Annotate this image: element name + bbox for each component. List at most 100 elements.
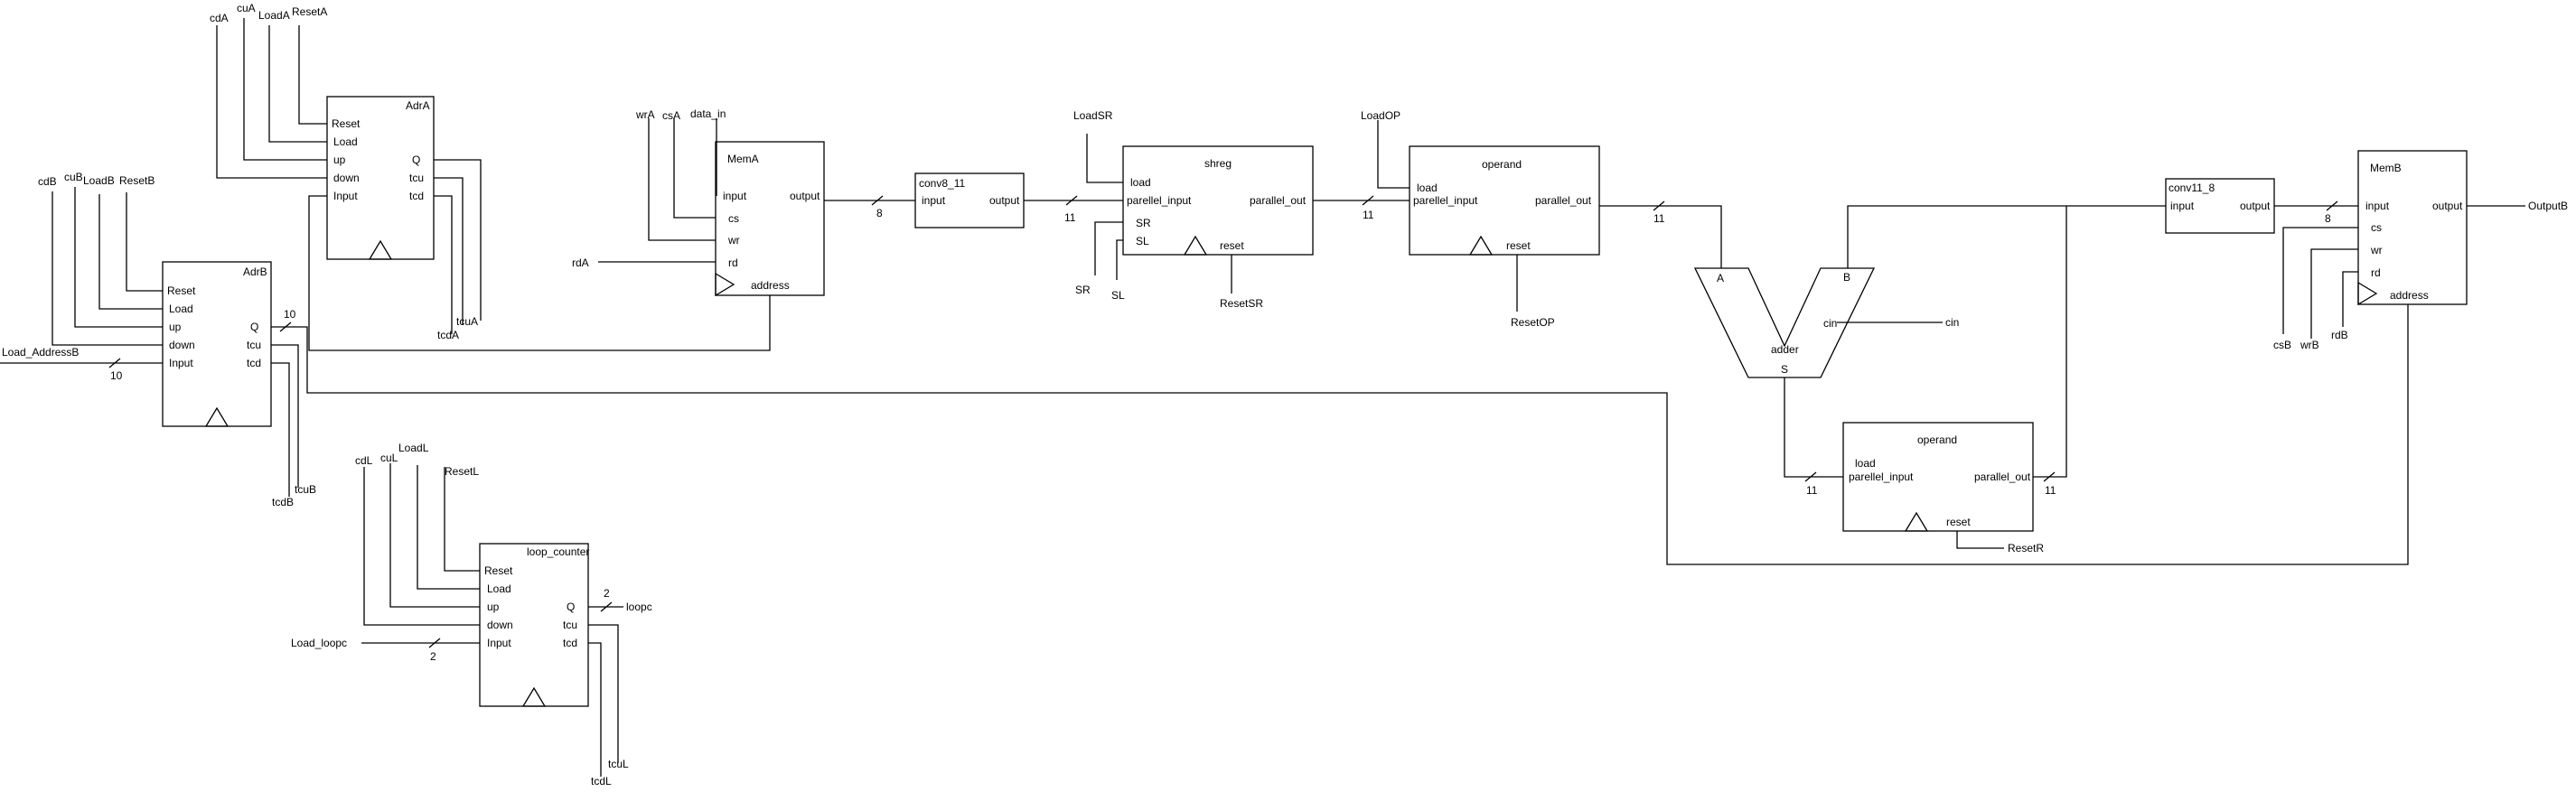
loop-counter-port-down: down xyxy=(487,619,513,631)
loop-input-width: 2 xyxy=(430,650,436,663)
adder-port-b: B xyxy=(1843,271,1850,284)
conv11-8-wires xyxy=(2274,200,2358,211)
signal-tcdA: tcdA xyxy=(437,329,459,341)
operand-bottom-box xyxy=(1842,422,2034,532)
conv8-11-wires xyxy=(1024,195,1123,206)
adrB-box xyxy=(162,261,272,427)
signal-ResetB: ResetB xyxy=(119,174,155,187)
adrA-port-load: Load xyxy=(333,135,358,148)
signal-LoadB: LoadB xyxy=(83,174,115,187)
shreg-port-load: load xyxy=(1130,176,1151,189)
memA-port-output: output xyxy=(790,190,820,202)
shreg-port-pout: parallel_out xyxy=(1250,194,1307,207)
conv11-8-port-input: input xyxy=(2170,200,2195,212)
shreg-box xyxy=(1122,145,1314,256)
memA-block[interactable]: MemA input cs wr rd output address xyxy=(715,141,825,297)
operand-top-port-load: load xyxy=(1417,182,1438,194)
adrB-wires xyxy=(0,187,2409,565)
loop-counter-block[interactable]: loop_counter Reset Load up down Input Q … xyxy=(479,543,589,707)
shreg-wires xyxy=(1086,134,1410,294)
memA-box xyxy=(715,141,825,296)
memA-wires xyxy=(598,118,915,339)
memB-block[interactable]: MemB input cs wr rd output address xyxy=(2357,150,2468,306)
signal-data_in: data_in xyxy=(690,107,726,120)
signal-cuL: cuL xyxy=(380,452,398,464)
conv8-11-port-output: output xyxy=(989,194,1020,207)
shreg-block[interactable]: shreg load parellel_input SR SL parallel… xyxy=(1122,145,1314,256)
adrB-port-q: Q xyxy=(250,321,258,333)
memB-port-rd: rd xyxy=(2371,266,2381,279)
memA-port-address: address xyxy=(751,279,790,292)
conv11-8-port-output: output xyxy=(2240,200,2271,212)
conv11-8-block[interactable]: conv11_8 input output xyxy=(2165,178,2275,234)
operand-bottom-name: operand xyxy=(1917,433,1957,446)
operand-top-block[interactable]: operand load parellel_input parallel_out… xyxy=(1409,145,1600,256)
signal-cin: cin xyxy=(1945,316,1959,329)
loop-q-width: 2 xyxy=(604,587,610,600)
memA-output-width: 8 xyxy=(876,207,883,219)
operand-bottom-wires xyxy=(1956,206,2067,549)
operand-top-wires xyxy=(1377,120,1722,312)
signal-wrA: wrA xyxy=(635,108,655,121)
adder-port-a: A xyxy=(1717,272,1724,284)
adder-port-cin: cin xyxy=(1823,317,1837,330)
adrA-wires xyxy=(216,18,771,351)
operand-top-port-pout: parallel_out xyxy=(1535,194,1592,207)
memB-port-output: output xyxy=(2432,200,2463,212)
loop-counter-wires xyxy=(361,463,623,777)
signal-ResetR: ResetR xyxy=(2008,542,2044,554)
loop-counter-port-tcd: tcd xyxy=(563,637,577,649)
memA-port-rd: rd xyxy=(728,256,738,269)
memA-clock-icon xyxy=(715,272,735,297)
signal-cdA: cdA xyxy=(210,12,229,24)
signal-rdB: rdB xyxy=(2331,329,2348,341)
operand-top-clock-icon xyxy=(1468,235,1494,256)
signal-tcuA: tcuA xyxy=(456,315,478,328)
operand-bottom-port-pin: parellel_input xyxy=(1849,471,1914,483)
adrB-port-reset: Reset xyxy=(167,284,196,297)
conv8-11-port-input: input xyxy=(922,194,946,207)
memB-wires xyxy=(2282,205,2525,339)
adrB-port-load: Load xyxy=(169,303,193,315)
memB-name: MemB xyxy=(2370,162,2402,174)
conv8-11-block[interactable]: conv8_11 input output xyxy=(914,172,1025,228)
adrB-port-up: up xyxy=(169,321,182,333)
shreg-port-pin: parellel_input xyxy=(1127,194,1192,207)
adrA-block[interactable]: AdrA Reset Load up down Input Q tcu tcd xyxy=(326,96,435,260)
conv11-8-output-width: 8 xyxy=(2325,212,2331,225)
memA-port-wr: wr xyxy=(727,234,740,247)
signal-wrB: wrB xyxy=(2300,339,2319,351)
memB-clock-icon xyxy=(2357,281,2378,306)
adrB-input-width: 10 xyxy=(110,369,123,382)
conv11-8-name: conv11_8 xyxy=(2169,182,2215,194)
memB-port-input: input xyxy=(2365,200,2390,212)
conv8-11-output-width: 11 xyxy=(1064,211,1076,224)
signal-tcdB: tcdB xyxy=(272,496,294,508)
signal-tcuL: tcuL xyxy=(608,758,629,770)
conv8-11-name: conv8_11 xyxy=(919,177,965,190)
adrB-name: AdrB xyxy=(243,266,267,278)
signal-tcuB: tcuB xyxy=(295,483,316,496)
operand-bottom-output-width: 11 xyxy=(2045,484,2056,497)
memA-port-input: input xyxy=(723,190,747,202)
adrB-port-tcu: tcu xyxy=(247,339,261,351)
adrB-block[interactable]: AdrB Reset Load up down Input Q tcu tcd xyxy=(162,261,272,427)
signal-csA: csA xyxy=(662,109,680,122)
signal-ResetA: ResetA xyxy=(292,5,327,18)
adrA-port-reset: Reset xyxy=(332,117,361,130)
shreg-clock-icon xyxy=(1183,235,1208,256)
loop-counter-box xyxy=(479,543,589,707)
loop-counter-port-tcu: tcu xyxy=(563,619,577,631)
shreg-name: shreg xyxy=(1204,157,1232,170)
adrA-port-down: down xyxy=(333,172,360,184)
operand-top-name: operand xyxy=(1482,158,1522,171)
adrB-q-width: 10 xyxy=(284,308,296,321)
memB-box xyxy=(2357,150,2468,305)
operand-bottom-block[interactable]: operand load parellel_input parallel_out… xyxy=(1842,422,2034,532)
signal-LoadA: LoadA xyxy=(258,9,290,22)
memA-name: MemA xyxy=(727,153,759,165)
memB-port-cs: cs xyxy=(2371,221,2382,234)
operand-top-output-width: 11 xyxy=(1653,212,1665,225)
adrB-clock-icon xyxy=(204,406,229,427)
